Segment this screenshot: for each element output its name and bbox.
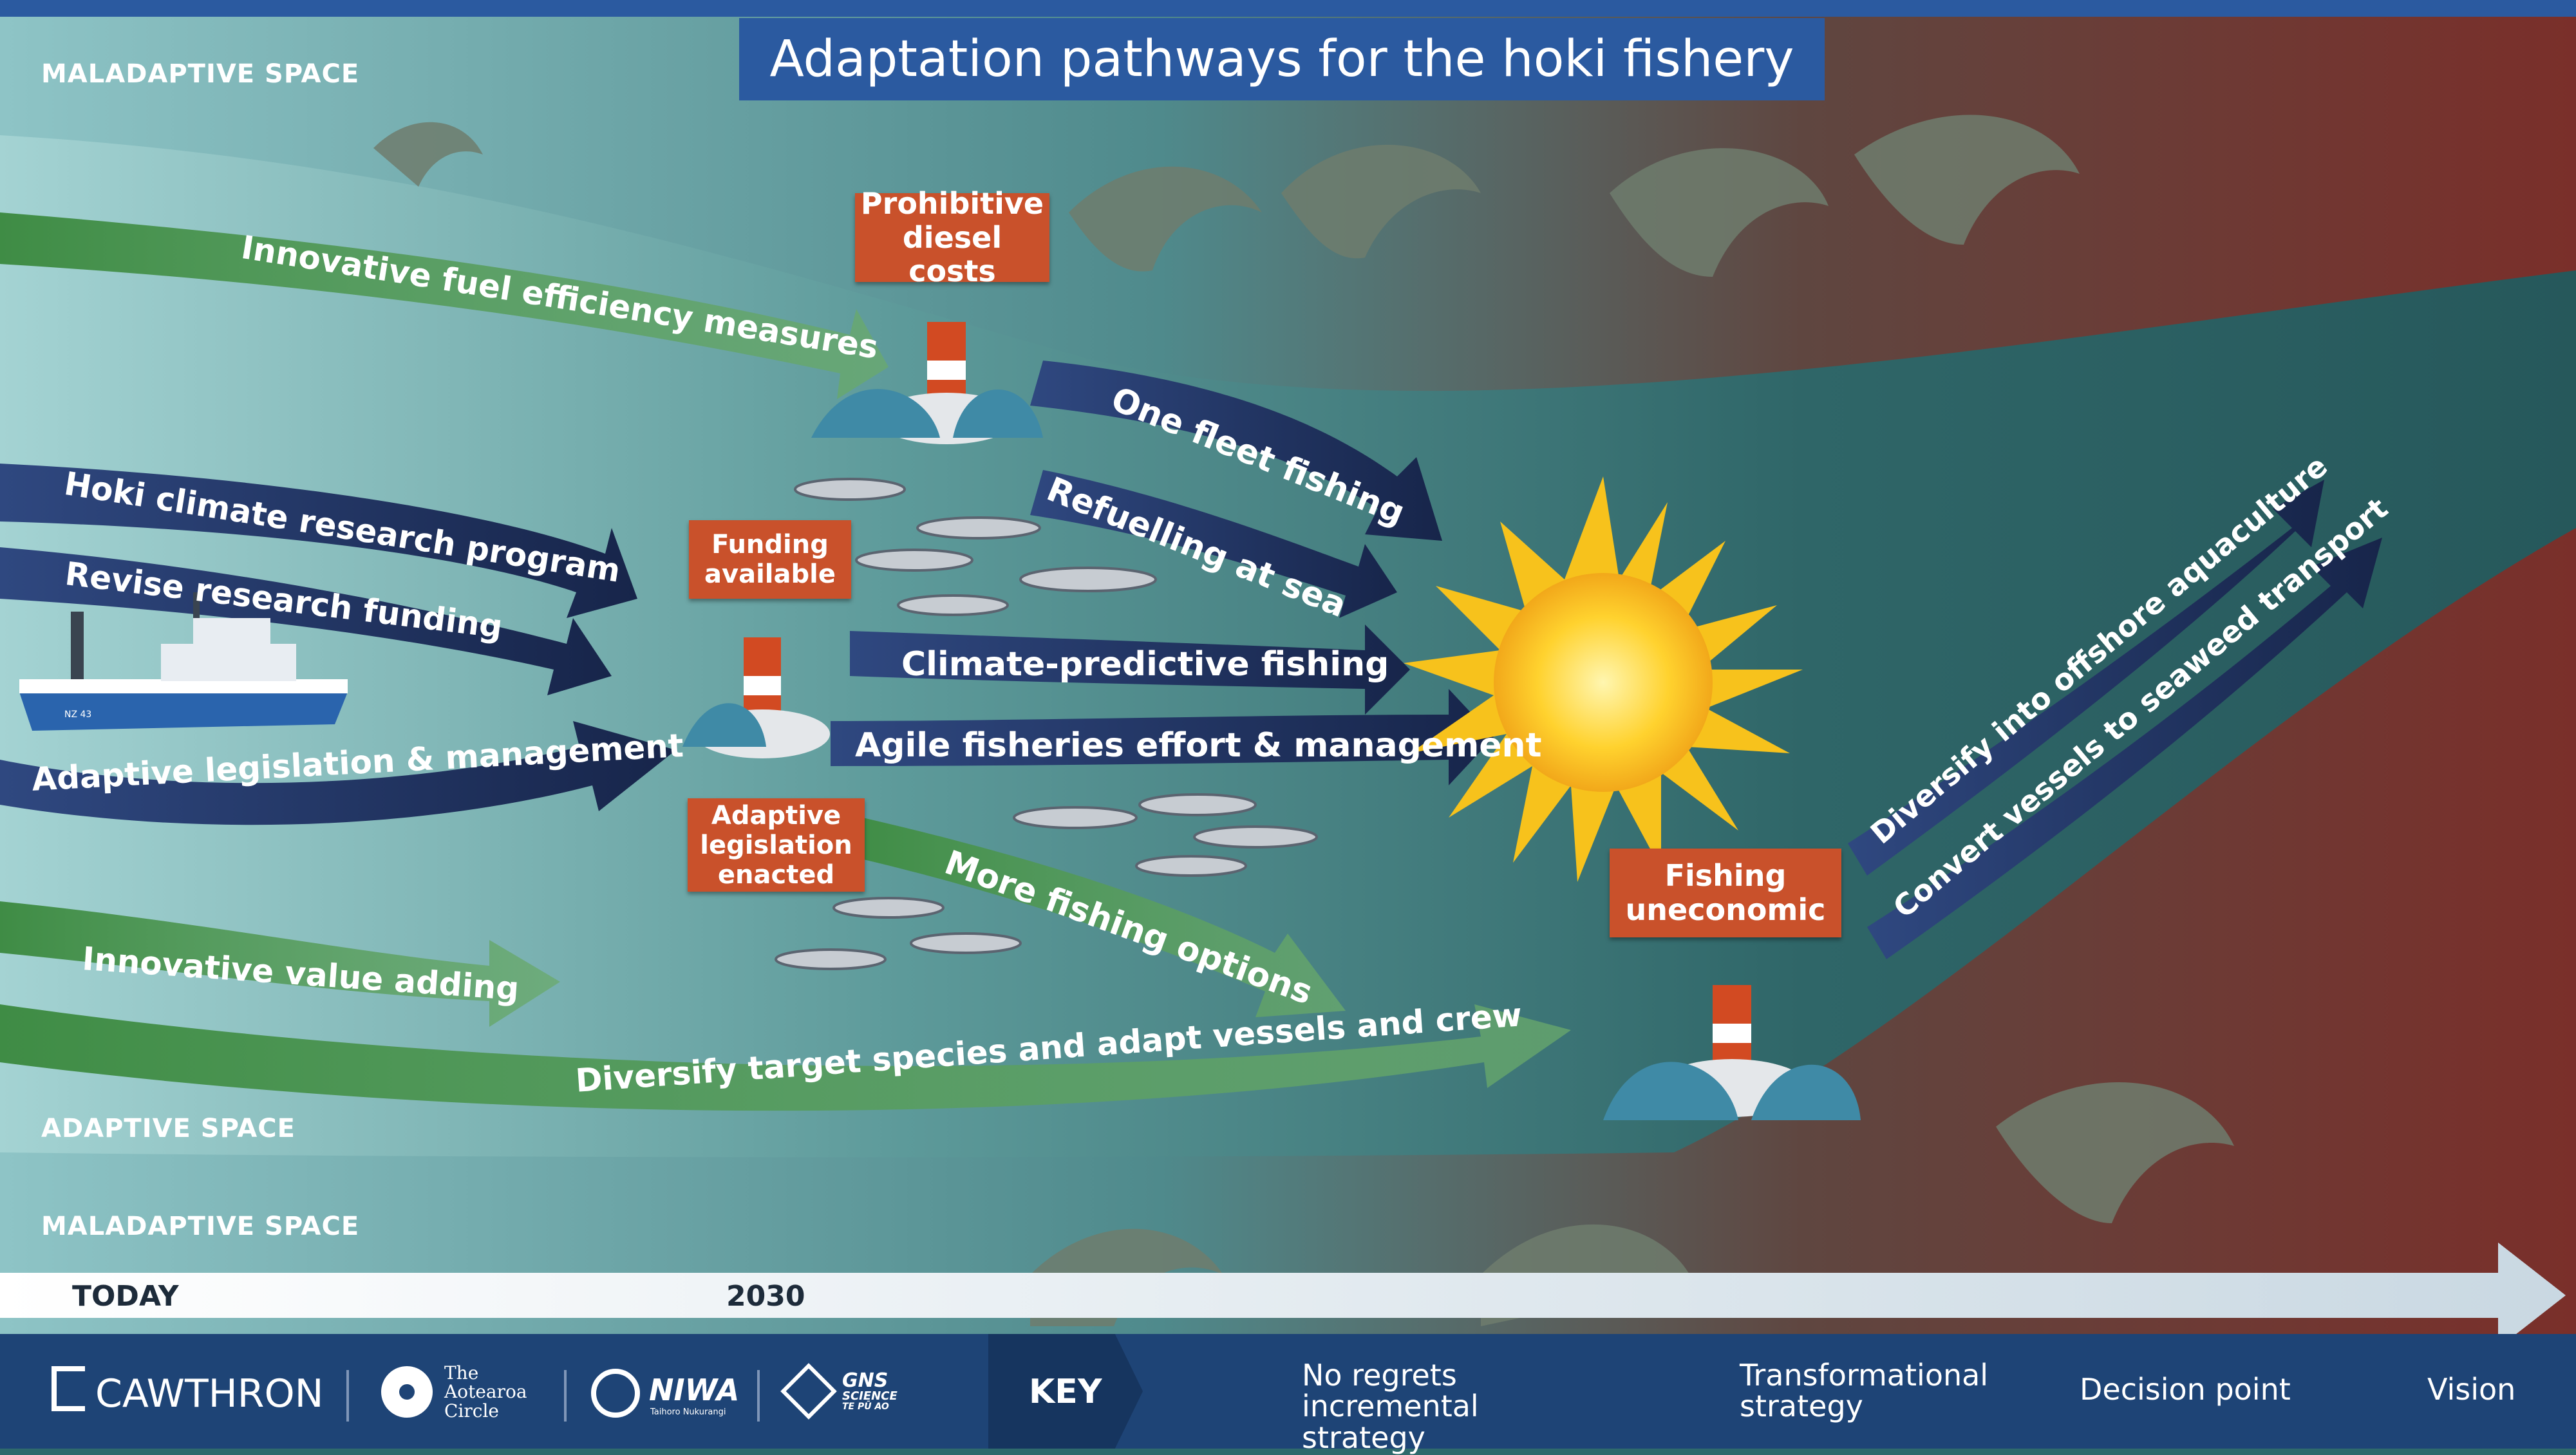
buoy-icon (811, 322, 1043, 444)
timeline-arrow (0, 1243, 2566, 1348)
aotearoa-circle-logo: The Aotearoa Circle (444, 1362, 527, 1422)
niwa-logo: NIWA (649, 1373, 740, 1407)
diagram-title: Adaptation pathways for the hoki fishery (739, 18, 1825, 100)
pathway-arrows-green (0, 212, 1571, 1111)
sun-icon (1404, 476, 1803, 882)
key-no-regrets-label: No regrets incremental strategy (1302, 1358, 1479, 1455)
cawthron-logo: CAWTHRON (95, 1371, 324, 1416)
key-transformational-label: Transformational strategy (1740, 1358, 1989, 1424)
niwa-logo-icon (591, 1369, 640, 1418)
fish-icon (775, 478, 1318, 970)
key-heading: KEY (1029, 1373, 1102, 1411)
decision-prohibitive-diesel: Prohibitive diesel costs (855, 186, 1049, 288)
vessel-label: NZ 43 (64, 709, 92, 720)
cawthron-logo-icon (52, 1366, 85, 1411)
timeline-2030: 2030 (726, 1280, 805, 1313)
adaptive-space-label: ADAPTIVE SPACE (41, 1114, 296, 1143)
ship-icon (19, 592, 348, 731)
pathway-climate-predictive: Climate-predictive fishing (901, 645, 1389, 684)
logo-divider (757, 1370, 760, 1422)
pathway-agile-effort: Agile fisheries effort & management (855, 726, 1542, 765)
key-tab (988, 1334, 1143, 1449)
niwa-subtitle: Taihoro Nukurangi (650, 1407, 726, 1417)
maladaptive-space-bottom-label: MALADAPTIVE SPACE (41, 1212, 360, 1241)
logo-divider (564, 1370, 567, 1422)
buoy-icon (682, 637, 830, 758)
timeline-today: TODAY (72, 1280, 179, 1313)
decision-fishing-uneconomic: Fishing uneconomic (1610, 849, 1841, 937)
buoy-icon (1603, 985, 1861, 1120)
key-decision-point-label: Decision point (2080, 1372, 2291, 1407)
maladaptive-space-top-label: MALADAPTIVE SPACE (41, 59, 360, 89)
gns-science-logo: GNS SCIENCE TE PŪ AO (842, 1369, 898, 1412)
pathway-arrows-navy (0, 361, 2382, 959)
logo-divider (346, 1370, 349, 1422)
decision-adaptive-legislation: Adaptive legislation enacted (688, 798, 865, 892)
decision-funding-available: Funding available (689, 520, 851, 599)
key-vision-label: Vision (2427, 1372, 2516, 1407)
